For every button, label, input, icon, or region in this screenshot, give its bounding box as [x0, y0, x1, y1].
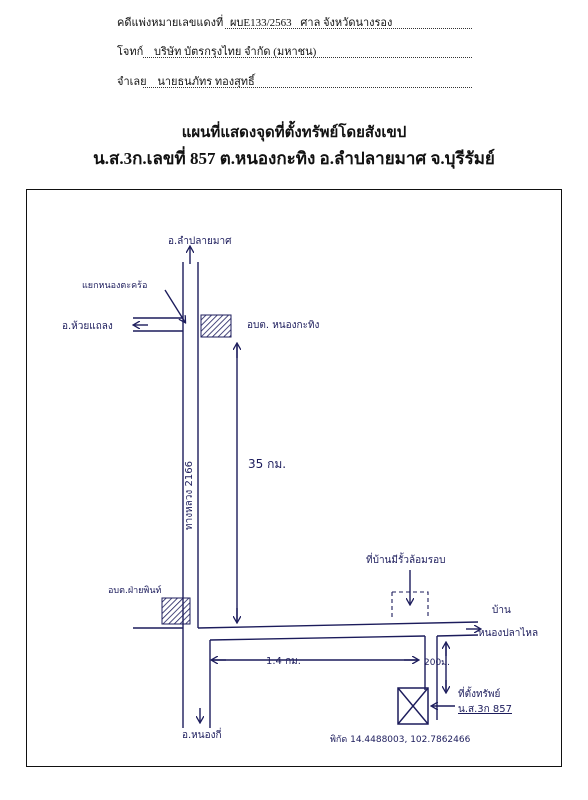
- office-top-building: [200, 314, 232, 338]
- map-frame: [26, 189, 562, 767]
- office-top-label: อบต. หนองกะทิง: [247, 320, 320, 331]
- case-label: คดีแพ่งหมายเลขแดงที่: [117, 17, 224, 29]
- highway-label: ทางหลวง 2166: [184, 461, 195, 530]
- case-number: ผบE133/2563: [229, 17, 292, 29]
- village-label-top: บ้าน: [492, 604, 511, 616]
- plaintiff-line: โจทก์ บริษัท บัตรกรุงไทย จำกัด (มหาชน): [117, 42, 316, 60]
- plaintiff-underline: [143, 57, 472, 58]
- property-label: ที่ตั้งทรัพย์: [458, 686, 500, 700]
- junction-label: แยกหนองตะคร้อ: [82, 280, 147, 291]
- defendant-underline: [143, 87, 472, 88]
- case-number-line: คดีแพ่งหมายเลขแดงที่ ผบE133/2563 ศาล จัง…: [117, 13, 392, 31]
- defendant-line: จำเลย นายธนภัทร ทองสุทธิ์: [117, 72, 255, 90]
- distance-14-label: 1.4 กม.: [266, 656, 301, 667]
- map-title: แผนที่แสดงจุดที่ตั้งทรัพย์โดยสังเขป: [181, 125, 407, 141]
- defendant-label: จำเลย: [117, 76, 147, 88]
- office-bottom-label: อบต.ฝ่ายพินท์: [108, 584, 162, 596]
- junction-pointer: [164, 289, 185, 322]
- defendant-name: นายธนภัทร ทองสุทธิ์: [157, 76, 255, 88]
- case-underline: [225, 28, 472, 29]
- office-bottom-building: [161, 597, 191, 625]
- property-doc-label: น.ส.3ก 857: [458, 704, 512, 715]
- coordinates-label: พิกัด 14.4488003, 102.7862466: [330, 734, 471, 745]
- distance-200-label: 200ม.: [424, 658, 450, 668]
- west-destination-label: อ.ห้วยแถลง: [62, 320, 113, 332]
- ew-road-bottom-east: [436, 634, 479, 637]
- distance-35-label: 35 กม.: [248, 457, 286, 471]
- ew-road-top: [197, 621, 479, 629]
- north-destination-label: อ.ลำปลายมาศ: [168, 236, 232, 247]
- property-cross-b: [397, 687, 429, 725]
- fence-house-label: ที่บ้านมีรั้วล้อมรอบ: [366, 552, 445, 566]
- property-plot: [397, 687, 429, 725]
- south-destination-label: อ.หนองกี่: [182, 727, 222, 741]
- fenced-house: [391, 591, 429, 618]
- court-name: ศาล จังหวัดนางรอง: [300, 17, 393, 29]
- village-label-bottom: หนองปลาไหล: [478, 627, 538, 639]
- plaintiff-name: บริษัท บัตรกรุงไทย จำกัด (มหาชน): [154, 46, 317, 58]
- plaintiff-label: โจทก์: [117, 46, 144, 58]
- ew-road-bottom: [209, 635, 426, 641]
- map-subtitle: น.ส.3ก.เลขที่ 857 ต.หนองกะทิง อ.ลำปลายมา…: [93, 149, 495, 168]
